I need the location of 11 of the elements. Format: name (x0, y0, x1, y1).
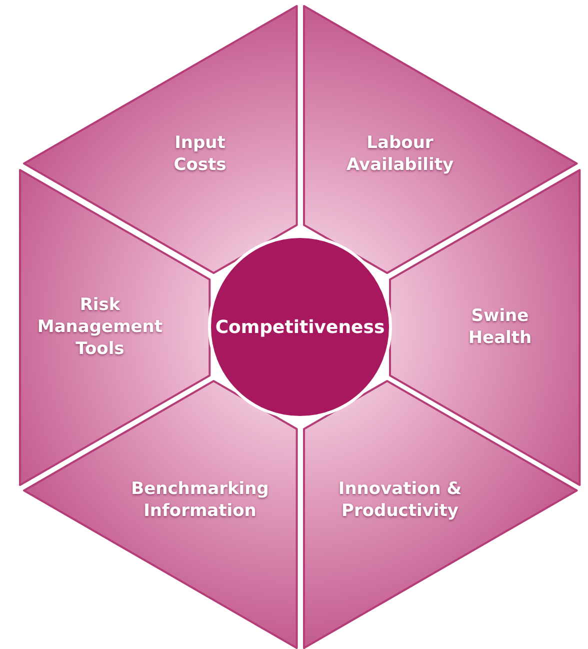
triangle-segment (300, 2, 580, 276)
triangle-segment (20, 2, 300, 276)
segment-label: Labour Availability (345, 132, 455, 176)
segment-label: Swine Health (467, 304, 533, 350)
triangle-segment (20, 378, 300, 649)
center-label: Competitiveness (215, 316, 385, 338)
segment-label: Input Costs (172, 132, 228, 176)
segment-label: Risk Management Tools (36, 294, 164, 360)
segment-label: Innovation & Productivity (337, 478, 463, 522)
segment-label: Benchmarking Information (130, 478, 270, 522)
triangle-segment (300, 378, 580, 649)
